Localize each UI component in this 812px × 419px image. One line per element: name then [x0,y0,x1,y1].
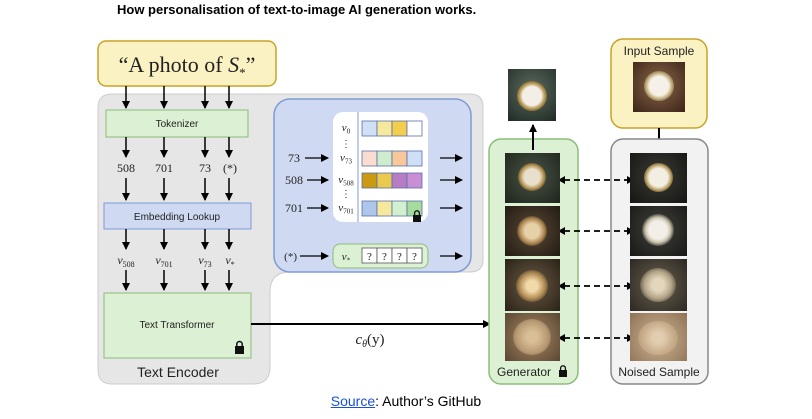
source-caption: Source: Author’s GitHub [0,393,812,409]
tokenizer-arrows [122,137,233,158]
source-link[interactable]: Source [330,393,376,409]
generator-step-image [505,259,560,311]
token-id: 508 [117,161,135,175]
table-cell [391,172,408,189]
table-row-label: v508 [338,174,354,188]
noised-step-image [630,259,687,311]
prompt-prefix: “A photo of [119,52,228,77]
table-cell [361,150,378,167]
generated-output-image [508,69,556,121]
embedding-label: v701 [155,253,172,269]
table-row-label: v73 [340,152,352,166]
lock-icon [559,365,567,377]
prompt-box [97,40,277,87]
lookup-arrows [122,229,233,250]
prompt-subscript: * [239,65,246,80]
source-text: : Author’s GitHub [375,393,482,409]
denoise-arrows [564,179,628,339]
tokenizer-box [105,109,249,138]
table-row-label: v0 [342,122,351,136]
new-embedding-cell-text: ? [367,251,372,263]
text-transformer-label: Text Transformer [139,320,215,331]
conditioning-label: cθ(y) [355,332,384,350]
table-cell [406,120,423,137]
new-embedding-cell-text: ? [397,251,402,263]
table-cell [376,172,393,189]
table-cell [376,150,393,167]
new-embedding-cell [406,247,423,264]
table-input-id: 73 [288,151,300,165]
generator-label: Generator [497,365,551,379]
table-cell [391,120,408,137]
table-cell [406,150,423,167]
text-transformer-box [103,292,252,359]
embedding-label: v73 [198,253,211,269]
table-cell [361,172,378,189]
input-sample-image [633,62,685,112]
lookup-table-rows [361,120,423,217]
tokenizer-label: Tokenizer [156,119,199,130]
table-dots: ⋮ [341,139,351,150]
lock-icon [235,340,244,354]
table-cell [391,150,408,167]
table-input-id: 508 [285,173,303,187]
generator-step-image [505,313,560,361]
new-token-input: (*) [284,251,297,263]
table-output-arrows [440,154,463,212]
noised-step-image [630,313,687,361]
prompt-token: S [228,52,239,77]
table-cell [391,200,408,217]
new-embedding-cell-text: ? [412,251,417,263]
embedding-lookup-label: Embedding Lookup [134,212,221,223]
table-cell [361,200,378,217]
prompt-text: “A photo of S*” [119,52,256,80]
table-cell [376,200,393,217]
new-embedding-cells: ???? [361,247,423,264]
input-sample-label: Input Sample [624,44,695,58]
token-id-arrows [122,178,233,201]
table-cell [376,120,393,137]
generator-step-image [505,206,560,256]
token-id: (*) [223,161,237,175]
token-id: 73 [199,161,211,175]
table-cell [406,172,423,189]
embedding-label: v508 [117,253,134,269]
prompt-arrows [122,86,233,109]
generator-step-image [505,153,560,203]
embedding-label: v* [225,253,234,269]
lookup-table [333,112,428,222]
text-encoder-label: Text Encoder [137,364,219,380]
token-id: 701 [155,161,173,175]
table-input-arrows [305,154,329,212]
lock-icon [413,210,421,222]
noised-step-image [630,153,687,203]
page-title: How personalisation of text-to-image AI … [117,2,477,17]
embedding-arrows [122,270,233,291]
embedding-lookup-box [103,202,252,230]
table-row-label: v701 [338,202,354,216]
new-embedding-label: v* [342,251,351,265]
table-cell [361,120,378,137]
table-input-id: 701 [285,201,303,215]
table-dots: ⋮ [341,189,351,200]
noised-sample-label: Noised Sample [618,365,700,379]
new-embedding-cell-text: ? [382,251,387,263]
prompt-suffix: ” [246,52,256,77]
noised-step-image [630,206,687,256]
